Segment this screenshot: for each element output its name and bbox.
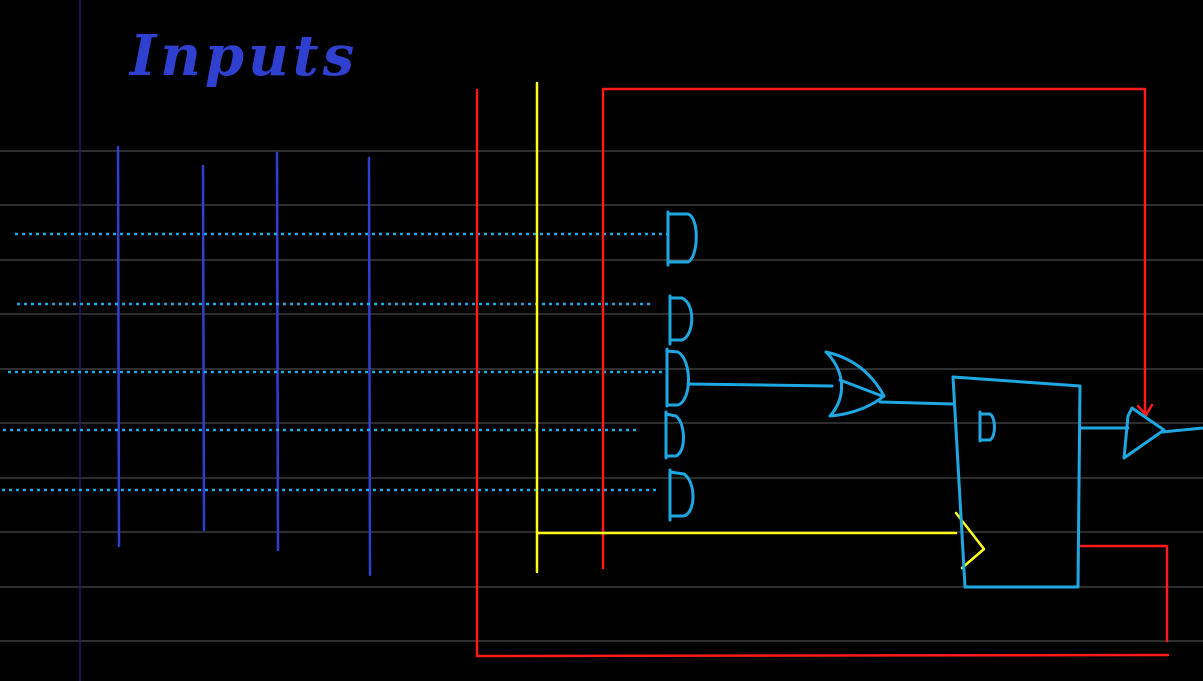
and-gate-4 [664,410,685,460]
output-buffer [1122,406,1166,460]
input-line-4 [367,156,372,577]
input-lines [116,145,372,577]
feedback-wires [475,87,1170,658]
and-gate-1 [666,210,698,267]
input-line-3 [275,151,280,552]
ruled-lines [0,150,1203,642]
and-to-or-wire [686,382,834,388]
logic-components [664,210,1203,589]
or-to-flipflop-wire [878,400,955,406]
feedback-wire-bottom [475,653,1170,658]
feedback-arrowhead [1136,403,1154,417]
input-line-1 [116,145,121,548]
and-gate-5 [668,468,695,522]
inputs-label: Inputs [130,23,359,89]
flipflop-output-return-wire [1078,544,1169,643]
or-gate [824,350,886,418]
and-gate-3 [665,347,690,408]
feedback-wire-top-loop [601,87,1147,570]
input-line-2 [201,164,206,532]
flipflop-d-label [978,410,996,443]
d-flip-flop [951,375,1082,589]
flipflop-clock-triangle [954,511,986,570]
product-term-rows [2,232,668,492]
clock-wire [535,81,986,574]
final-output-wire [1160,426,1203,434]
and-gate-2 [668,294,694,346]
